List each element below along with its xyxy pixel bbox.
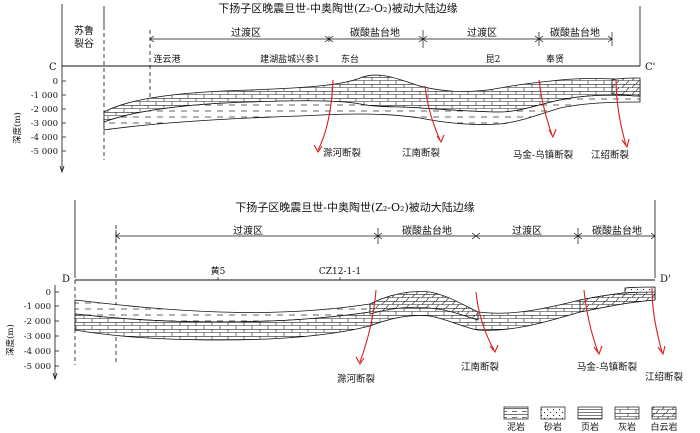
fault-c-3: 马金-乌镇断裂: [513, 149, 574, 161]
fault-c-2: 江南断裂: [402, 147, 441, 159]
legend-label-dolomite: 白云岩: [650, 421, 677, 433]
y-tick-c-4: -4 000: [31, 133, 58, 143]
legend-label-shale: 页岩: [581, 421, 599, 433]
section-d-start-label: D: [62, 274, 70, 285]
zone-d-3: 过渡区: [512, 224, 542, 237]
section-c-start-label: C: [49, 62, 57, 73]
zone-c-2: 碳酸盐台地: [350, 26, 400, 39]
legend-label-mudstone: 泥岩: [507, 421, 525, 433]
locality-c-3: 东台: [341, 53, 359, 65]
legend-label-sandstone: 砂岩: [544, 421, 562, 433]
y-tick-d-3: -3 000: [24, 332, 51, 342]
locality-d-1: 黄5: [211, 265, 226, 277]
zone-d-4: 碳酸盐台地: [592, 224, 642, 237]
zone-top-2: 裂谷: [74, 37, 94, 50]
locality-c-1: 连云港: [153, 53, 180, 65]
legend-swatch-sandstone: [540, 406, 566, 420]
section-d-end-label: D': [660, 274, 671, 285]
y-tick-c-5: -5 000: [31, 147, 58, 157]
faults-d: [355, 287, 666, 366]
zone-top-1: 苏鲁: [74, 24, 94, 37]
zone-d-1: 过渡区: [233, 224, 263, 237]
y-tick-c-2: -2 000: [31, 105, 58, 115]
y-tick-d-1: -1 000: [24, 302, 51, 312]
strata-c: [103, 74, 641, 131]
section-c: 下扬子区晚震旦世-中奥陶世(Z₂-O₂)被动大陆边缘 苏鲁 裂谷 过渡区 碳酸盐…: [12, 1, 655, 174]
legend-swatch-limestone: [614, 406, 640, 420]
fault-d-2: 江南断裂: [461, 361, 500, 373]
fault-c-1: 滁河断裂: [323, 147, 362, 159]
faults-c: [313, 79, 630, 154]
fault-d-3: 马金-乌镇断裂: [577, 361, 638, 373]
y-tick-d-4: -4 000: [24, 347, 51, 357]
fault-c-4: 江绍断裂: [591, 149, 630, 161]
y-tick-d-0: 0: [46, 288, 51, 298]
legend-swatch-mudstone: [503, 406, 529, 420]
zone-c-3: 过渡区: [467, 26, 497, 39]
zone-d-2: 碳酸盐台地: [402, 224, 452, 237]
section-d-title: 下扬子区晚震旦世-中奥陶世(Z₂-O₂)被动大陆边缘: [235, 200, 475, 214]
strata-d: [74, 286, 656, 341]
fault-d-1: 滁河断裂: [337, 373, 376, 385]
locality-d-2: CZ12-1-1: [319, 267, 361, 277]
y-tick-d-5: -5 000: [24, 362, 51, 372]
legend-swatch-dolomite: [651, 406, 677, 420]
y-tick-c-0: 0: [53, 77, 58, 87]
legend: 泥岩 砂岩 页岩 灰岩 白云岩: [503, 406, 678, 433]
zone-c-4: 碳酸盐台地: [550, 26, 600, 39]
zone-c-1: 过渡区: [231, 26, 261, 39]
locality-c-4: 昆2: [486, 54, 501, 65]
section-c-end-label: C': [645, 62, 655, 73]
y-axis-label-d: 深度(m): [5, 324, 16, 356]
fault-d-4: 江绍断裂: [645, 371, 684, 383]
section-d: 下扬子区晚震旦世-中奥陶世(Z₂-O₂)被动大陆边缘 过渡区 碳酸盐台地 过渡区…: [5, 200, 683, 385]
section-c-title: 下扬子区晚震旦世-中奥陶世(Z₂-O₂)被动大陆边缘: [218, 1, 458, 15]
y-axis-label-c: 深度(m): [12, 112, 23, 144]
legend-label-limestone: 灰岩: [618, 421, 636, 433]
locality-c-2: 建湖盐城兴参1: [260, 53, 320, 65]
legend-swatch-shale: [577, 406, 603, 420]
y-tick-c-3: -3 000: [31, 119, 58, 129]
y-tick-d-2: -2 000: [24, 317, 51, 327]
y-tick-c-1: -1 000: [31, 91, 58, 101]
locality-c-5: 奉贤: [546, 53, 564, 65]
